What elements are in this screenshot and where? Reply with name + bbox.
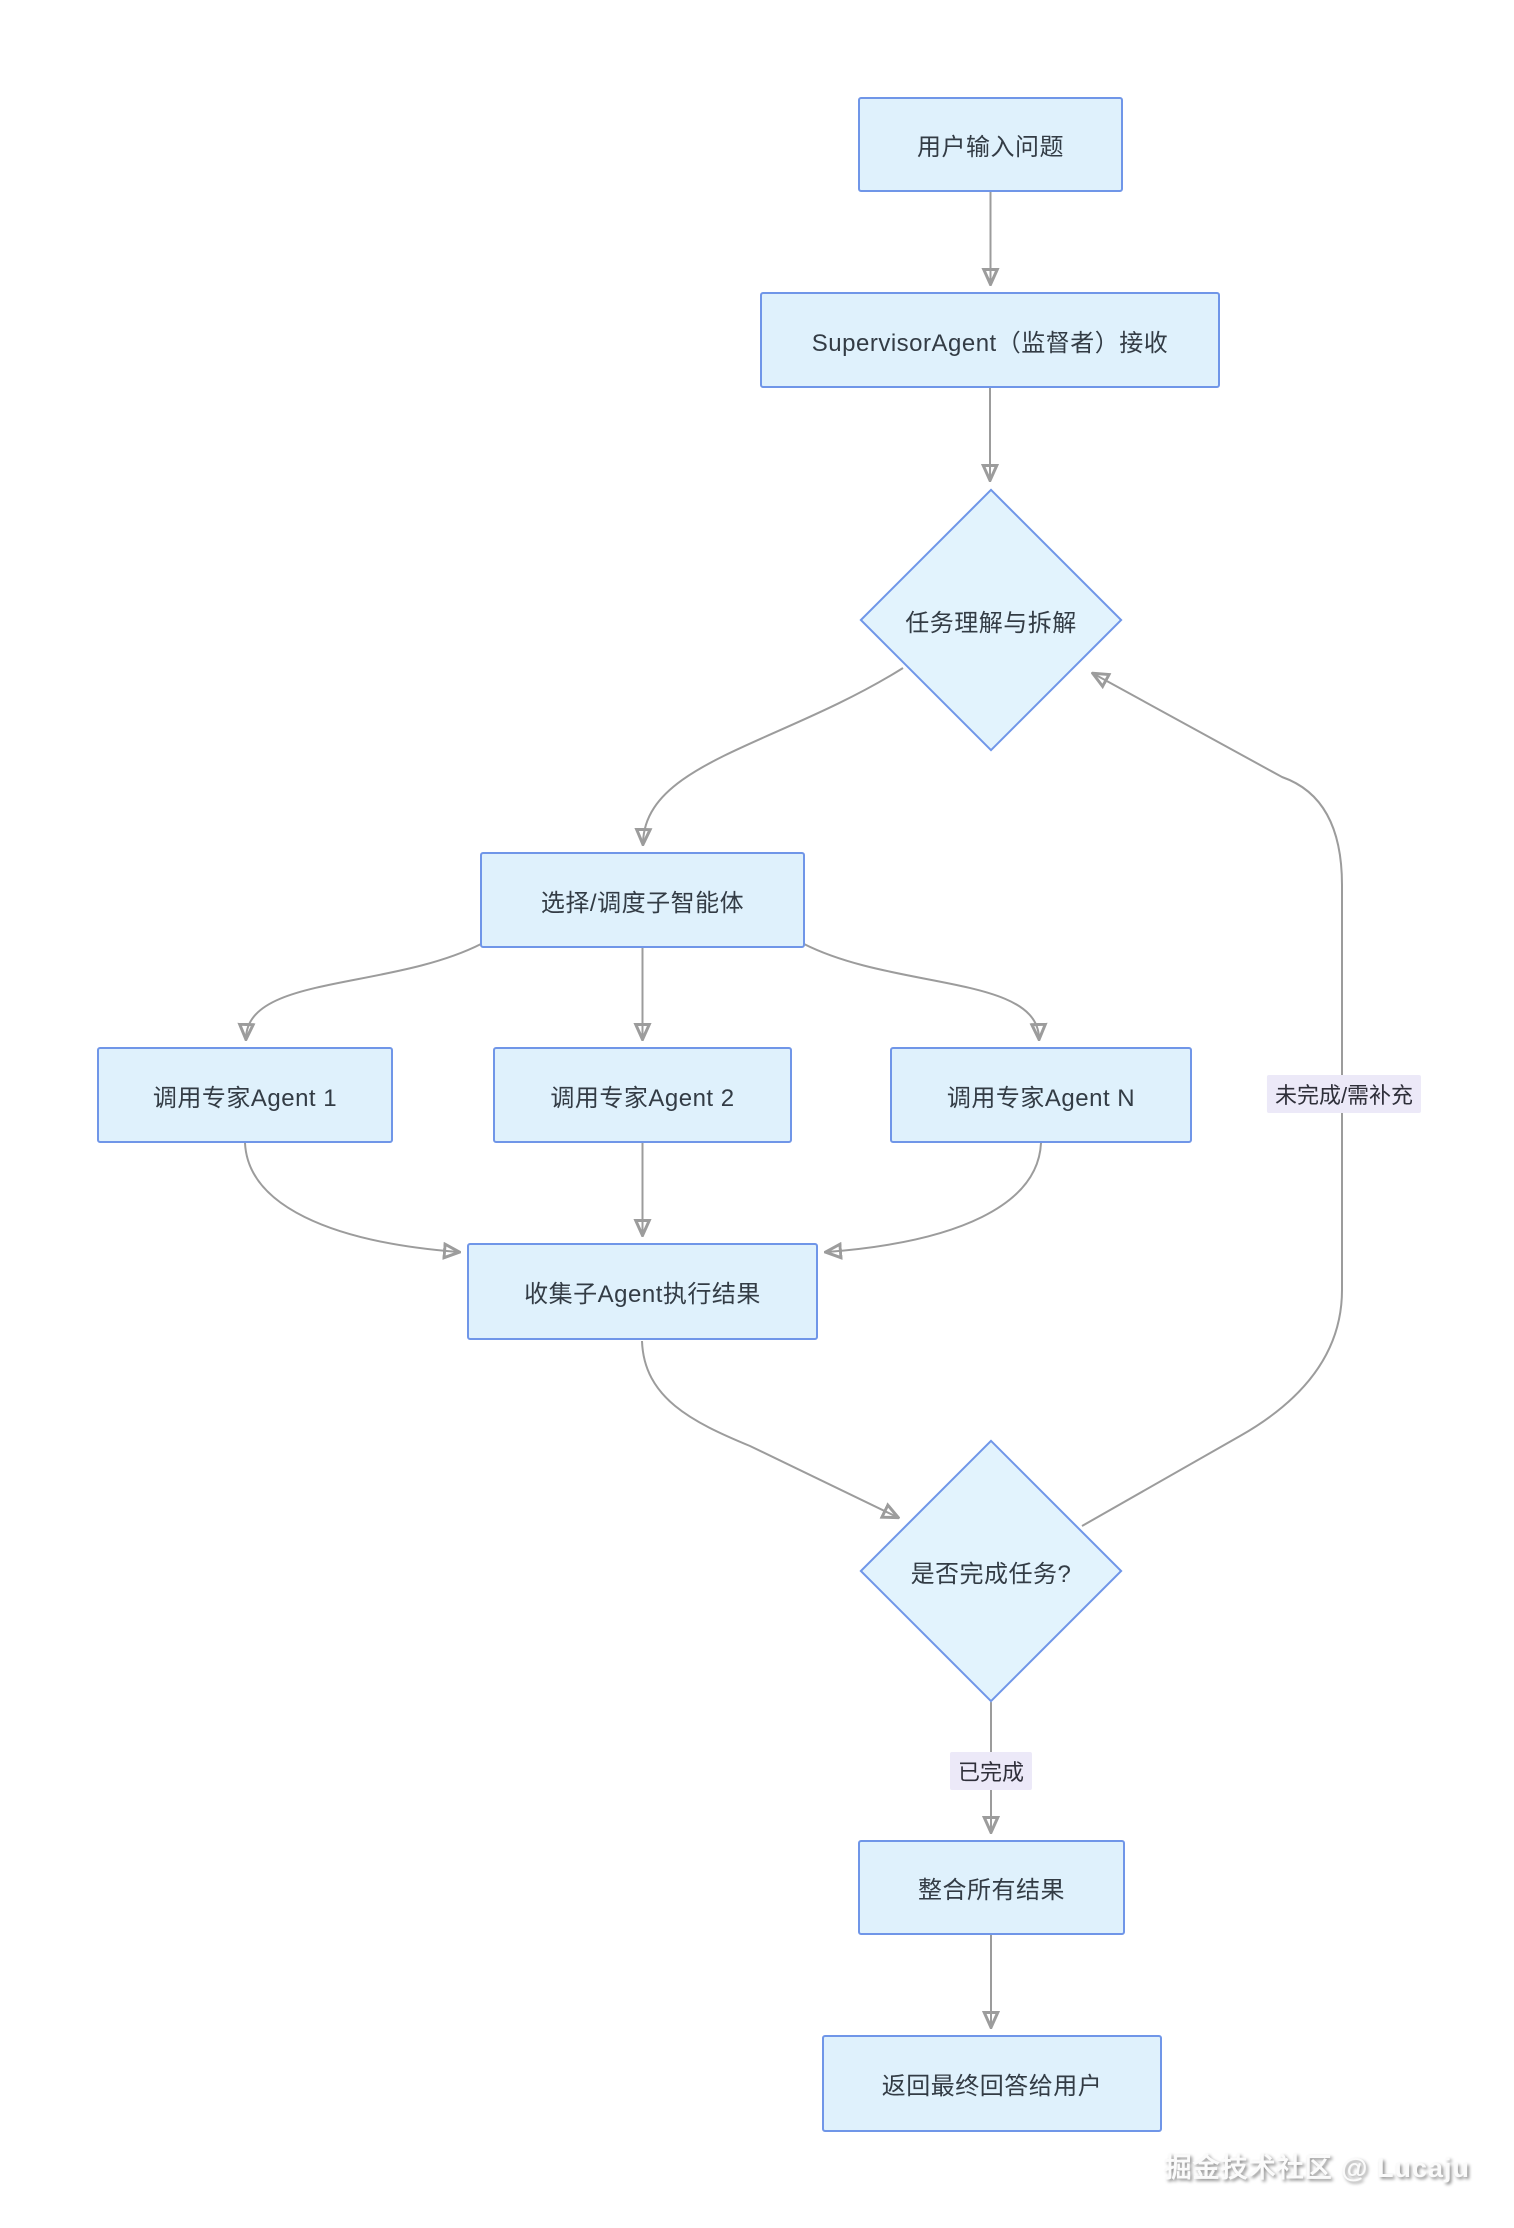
node-user-input-label: 用户输入问题 <box>917 134 1064 161</box>
node-expert-agent-n: 调用专家Agent N <box>890 1047 1192 1143</box>
node-expert-agent-2-label: 调用专家Agent 2 <box>550 1084 735 1112</box>
node-expert-agent-1-label: 调用专家Agent 1 <box>152 1084 338 1112</box>
node-task-complete-check: 是否完成任务? <box>859 1439 1123 1703</box>
node-return-final-answer: 返回最终回答给用户 <box>822 2035 1162 2132</box>
node-task-understanding: 任务理解与拆解 <box>859 488 1123 752</box>
node-expert-agent-1: 调用专家Agent 1 <box>97 1047 393 1143</box>
node-dispatch-subagents-label: 选择/调度子智能体 <box>540 889 745 917</box>
edge-collect-to-check <box>641 1340 897 1517</box>
node-supervisor-agent: SupervisorAgent（监督者）接收 <box>760 292 1220 388</box>
watermark-text: 掘金技术社区 @ Lucaju <box>1164 2153 1470 2183</box>
node-collect-results-label: 收集子Agent执行结果 <box>524 1281 761 1308</box>
node-merge-results: 整合所有结果 <box>858 1840 1125 1935</box>
edge-label-complete: 已完成 <box>949 1752 1033 1790</box>
node-merge-results-label: 整合所有结果 <box>918 1877 1065 1904</box>
edge-check-to-understand-feedback <box>1081 674 1343 1527</box>
node-task-understanding-label: 任务理解与拆解 <box>905 609 1077 637</box>
node-expert-agent-n-label: 调用专家Agent N <box>946 1084 1136 1112</box>
node-return-final-answer-label: 返回最终回答给用户 <box>881 2073 1103 2100</box>
node-supervisor-agent-label: SupervisorAgent（监督者）接收 <box>811 329 1169 357</box>
node-task-complete-check-label: 是否完成任务? <box>910 1560 1072 1588</box>
edge-dispatch-to-agent1 <box>246 943 482 1038</box>
edge-dispatch-to-agent-n <box>803 943 1039 1038</box>
node-dispatch-subagents: 选择/调度子智能体 <box>480 852 805 948</box>
edge-understand-to-dispatch <box>643 667 904 843</box>
node-user-input: 用户输入问题 <box>858 97 1123 192</box>
edge-agent-n-to-collect <box>827 1142 1042 1252</box>
edge-agent1-to-collect <box>244 1142 458 1252</box>
node-collect-results: 收集子Agent执行结果 <box>467 1243 818 1340</box>
edge-label-incomplete: 未完成/需补充 <box>1266 1075 1422 1113</box>
node-expert-agent-2: 调用专家Agent 2 <box>493 1047 792 1143</box>
